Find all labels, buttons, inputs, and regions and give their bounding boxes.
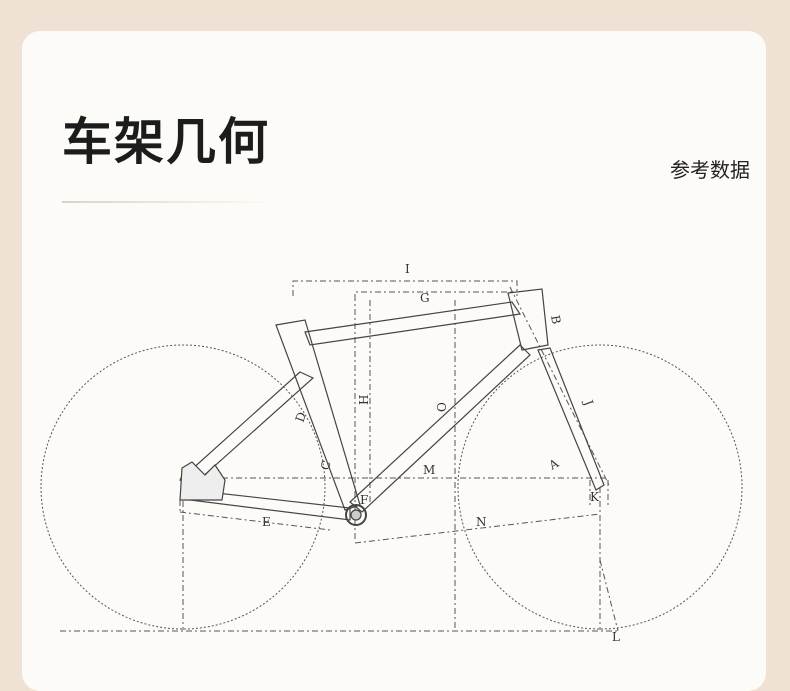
frame-geometry-diagram: I G B J H O D C M A K E N L F xyxy=(40,262,743,644)
label-A: A xyxy=(546,456,562,473)
label-B: B xyxy=(548,314,563,325)
reference-data-label: 参考数据 xyxy=(670,158,750,182)
rear-wheel xyxy=(40,344,326,630)
page-title: 车架几何 xyxy=(62,113,270,171)
label-N: N xyxy=(476,515,487,529)
bike-frame xyxy=(179,288,605,526)
label-M: M xyxy=(423,463,435,477)
label-F: F xyxy=(360,493,368,507)
label-C: C xyxy=(318,459,334,472)
label-E: E xyxy=(262,515,271,529)
dimension-lines xyxy=(60,280,620,632)
label-O: O xyxy=(435,402,449,412)
front-wheel xyxy=(457,344,743,630)
dimension-labels: I G B J H O D C M A K E N L F xyxy=(262,262,620,644)
label-L: L xyxy=(612,630,620,644)
label-G: G xyxy=(420,291,430,305)
label-J: J xyxy=(580,396,596,407)
label-H: H xyxy=(357,395,371,405)
title-divider xyxy=(62,201,277,203)
label-I: I xyxy=(405,262,410,276)
label-K: K xyxy=(590,490,600,504)
content-card xyxy=(22,31,766,691)
label-D: D xyxy=(293,410,309,424)
